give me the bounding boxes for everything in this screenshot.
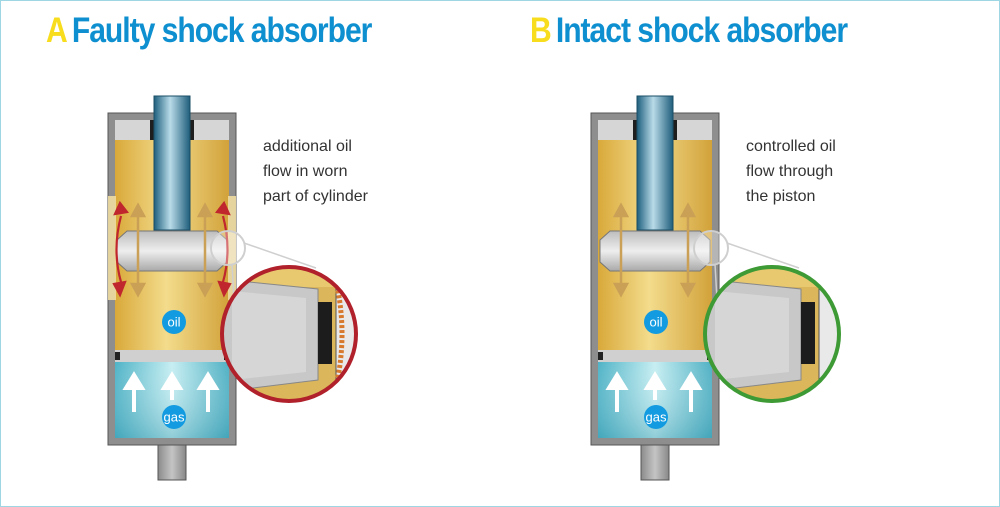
panel-a-title-text: Faulty shock absorber	[71, 11, 373, 50]
piston-rod	[636, 95, 674, 231]
panel-a-annotation-line: additional oil	[263, 138, 352, 155]
magnifier-ring	[220, 265, 358, 403]
panel-b-shock-absorber: oil gas	[590, 95, 841, 481]
gas-arrows	[122, 371, 220, 412]
gas-arrows	[605, 371, 703, 412]
floating-piston	[598, 350, 712, 362]
gas-label: gas	[164, 410, 185, 425]
zoom-connector	[726, 242, 800, 269]
panel-b-annotation-line: controlled oil	[746, 138, 836, 155]
panel-b-annotation-line: flow through	[746, 163, 834, 180]
panel-a-annotation-line: flow in worn	[263, 163, 348, 180]
panel-b-annotation-line: the piston	[746, 188, 816, 205]
gas-badge	[162, 405, 186, 429]
oil-label: oil	[167, 315, 180, 330]
piston	[599, 230, 711, 272]
gas-badge	[644, 405, 668, 429]
panel-b-title-text: Intact shock absorber	[555, 11, 848, 50]
oil-label: oil	[649, 315, 662, 330]
bottom-mount	[157, 441, 187, 481]
floating-piston-seal	[598, 352, 603, 360]
flow-arrows	[129, 202, 214, 298]
floating-piston-seal	[115, 352, 120, 360]
leak-arrows	[112, 200, 232, 298]
oil-badge	[162, 310, 186, 334]
panel-a-shock-absorber: oil gas	[107, 95, 358, 481]
oil-badge	[644, 310, 668, 334]
piston-rod	[153, 95, 191, 231]
bottom-mount	[640, 441, 670, 481]
panel-a-letter: A	[46, 11, 68, 50]
panel-b-letter: B	[530, 11, 552, 50]
floating-piston	[115, 350, 229, 362]
worn-wall	[108, 196, 116, 300]
magnifier-ring	[703, 265, 841, 403]
panel-b-annotation: controlled oil flow through the piston	[746, 134, 836, 209]
zoom-source-circle	[693, 230, 729, 266]
panel-a-annotation: additional oil flow in worn part of cyli…	[263, 134, 368, 209]
gas-label: gas	[646, 410, 667, 425]
zoom-source-circle	[210, 230, 246, 266]
flow-arrows	[612, 202, 697, 298]
zoom-connector	[243, 242, 317, 269]
panel-a-annotation-line: part of cylinder	[263, 188, 368, 205]
worn-wall	[228, 196, 236, 300]
